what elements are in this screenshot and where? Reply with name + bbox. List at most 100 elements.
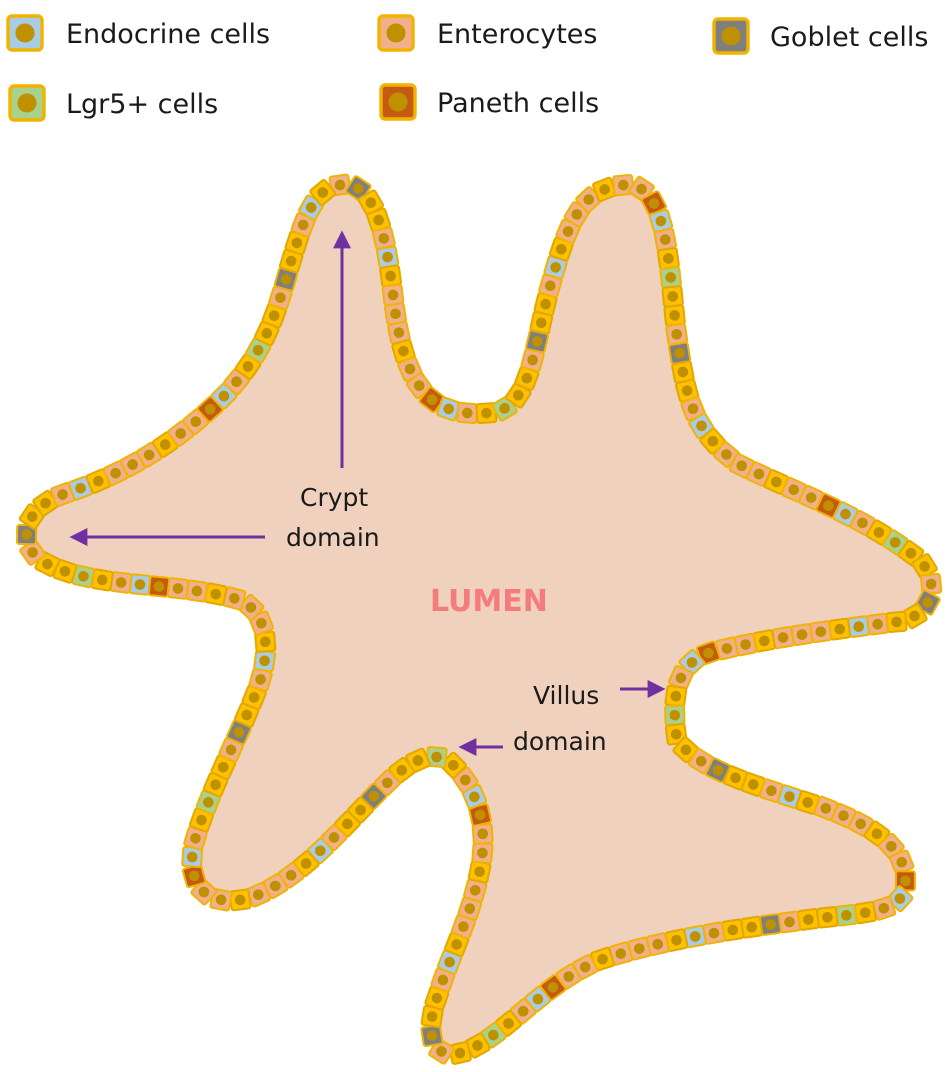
yellow-cell <box>18 503 46 530</box>
yellow-cell <box>253 320 280 347</box>
endocrine-cell <box>832 501 859 528</box>
enterocyte-cell <box>456 401 479 425</box>
paneth-cell <box>147 575 171 598</box>
enterocyte-cell <box>653 227 678 252</box>
enterocyte-cell <box>871 895 897 921</box>
legend-item-goblet: Goblet cells <box>712 17 928 55</box>
enterocyte-cell <box>572 953 599 981</box>
paneth-cell <box>418 386 446 414</box>
goblet-cell <box>668 341 692 365</box>
yellow-cell <box>475 402 498 425</box>
enterocyte-cell <box>471 841 494 864</box>
yellow-cell <box>443 931 470 958</box>
enterocyte-cell <box>849 509 876 536</box>
enterocyte-cell <box>627 936 652 961</box>
enterocyte-cell <box>809 620 833 644</box>
enterocyte-cell <box>237 593 265 621</box>
crypt-domain-label-line2: domain <box>286 523 380 552</box>
goblet-cell <box>759 913 783 936</box>
enterocyte-cell <box>771 625 795 650</box>
lgr5-cell-swatch <box>8 84 46 122</box>
lgr5-cell <box>195 789 221 815</box>
enterocyte-cell <box>457 896 483 921</box>
legend-label-paneth: Paneth cells <box>437 88 599 119</box>
enterocyte-cell <box>245 881 272 908</box>
enterocyte-cell <box>847 810 874 837</box>
yellow-cell <box>797 908 820 931</box>
lgr5-cell <box>71 564 96 589</box>
legend-item-endocrine: Endocrine cells <box>6 14 270 52</box>
paneth-cell-swatch <box>379 83 417 121</box>
enterocyte-cell <box>555 218 581 245</box>
enterocyte-cell <box>608 941 634 966</box>
legend-label-enterocytes: Enterocytes <box>437 19 597 50</box>
endocrine-cell <box>461 784 488 810</box>
yellow-cell <box>664 684 688 708</box>
lgr5-cell <box>425 745 448 769</box>
yellow-cell <box>740 772 766 797</box>
yellow-cell <box>228 888 252 912</box>
enterocyte-cell <box>889 849 915 875</box>
enterocyte-cell <box>397 356 423 382</box>
enterocyte-cell <box>248 667 273 692</box>
enterocyte-cell-swatch <box>377 14 415 52</box>
endocrine-cell <box>128 573 152 596</box>
endocrine-cell <box>847 615 871 638</box>
paneth-cell <box>539 974 567 1001</box>
goblet-cell <box>705 757 731 784</box>
enterocyte-cell <box>813 795 839 821</box>
yellow-cell <box>674 378 700 403</box>
yellow-cell <box>664 928 689 953</box>
enterocyte-cell <box>185 579 209 603</box>
legend-item-lgr5: Lgr5+ cells <box>8 84 218 122</box>
enterocyte-cell <box>166 577 190 600</box>
yellow-cell <box>661 285 684 308</box>
epithelial-cell-layer <box>15 173 943 1065</box>
legend-item-enterocytes: Enterocytes <box>377 14 597 52</box>
enterocyte-cell <box>680 396 706 422</box>
enterocyte-cell <box>471 822 494 845</box>
yellow-cell <box>529 310 554 335</box>
legend: Endocrine cells Enterocytes Goblet cells… <box>6 14 928 122</box>
goblet-cell <box>525 329 550 354</box>
endocrine-cell <box>777 784 802 809</box>
yellow-cell <box>467 859 492 884</box>
enterocyte-cell <box>780 476 807 503</box>
lumen-label: LUMEN <box>430 584 548 619</box>
enterocyte-cell <box>714 636 739 661</box>
lgr5-cell <box>835 904 858 927</box>
endocrine-cell <box>436 949 463 975</box>
enterocyte-cell <box>268 285 293 311</box>
yellow-cell <box>347 796 375 824</box>
enterocyte-cell <box>830 802 857 829</box>
paneth-cell <box>815 492 842 519</box>
endocrine-cell <box>543 255 568 280</box>
annotation-arrows <box>69 230 666 756</box>
yellow-cell <box>261 303 287 329</box>
goblet-cell <box>273 267 299 292</box>
legend-label-lgr5: Lgr5+ cells <box>66 89 218 120</box>
yellow-cell <box>656 247 680 270</box>
enterocyte-cell <box>387 320 411 345</box>
yellow-cell <box>901 602 928 630</box>
enterocyte-cell <box>866 612 889 636</box>
yellow-cell <box>795 790 821 815</box>
yellow-cell <box>592 176 618 203</box>
enterocyte-cell <box>790 623 814 647</box>
lgr5-cell <box>664 704 686 726</box>
lgr5-cell <box>659 266 682 289</box>
yellow-cell <box>203 582 228 606</box>
yellow-cell <box>663 304 686 327</box>
endocrine-cell-swatch <box>6 14 44 52</box>
endocrine-cell <box>683 924 707 949</box>
yellow-cell <box>885 610 908 634</box>
enterocyte-cell <box>135 441 163 469</box>
paneth-cell <box>181 863 207 889</box>
enterocyte-cell <box>759 778 784 804</box>
enterocyte-cell <box>612 173 635 197</box>
yellow-cell <box>853 901 877 925</box>
enterocyte-cell <box>381 283 405 307</box>
legend-label-endocrine: Endocrine cells <box>66 19 270 50</box>
yellow-cell <box>828 617 852 641</box>
